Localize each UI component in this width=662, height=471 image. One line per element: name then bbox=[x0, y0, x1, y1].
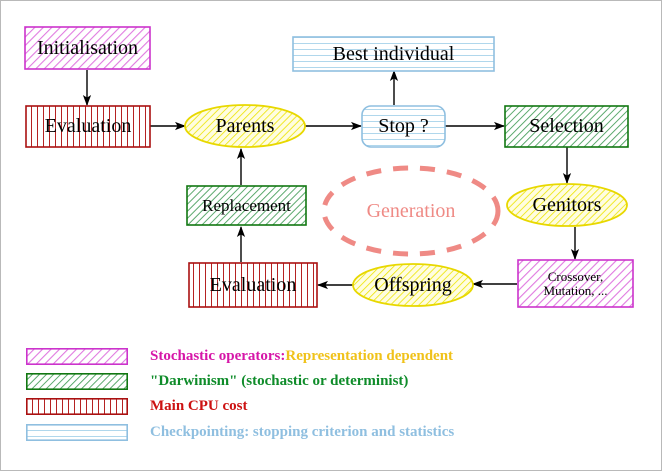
node-best-individual[interactable] bbox=[292, 36, 495, 72]
legend-label-stochastic-operators: Stochastic operators: bbox=[150, 348, 286, 364]
legend-item-stochastic-operators: Stochastic operators: Representation dep… bbox=[26, 348, 453, 365]
node-offspring[interactable] bbox=[352, 263, 474, 307]
legend-swatch-blue-horizontal-lines bbox=[26, 424, 128, 441]
legend-swatch-red-vertical-lines bbox=[26, 398, 128, 415]
node-crossover-mutation[interactable] bbox=[517, 259, 634, 308]
node-evaluation-bottom[interactable] bbox=[188, 262, 318, 308]
legend-label-darwinism: "Darwinism" (stochastic or determinist) bbox=[150, 373, 409, 389]
legend-item-checkpointing: Checkpointing: stopping criterion and st… bbox=[26, 424, 454, 441]
legend-swatch-green-hatch bbox=[26, 373, 128, 390]
node-evaluation-top[interactable] bbox=[25, 105, 151, 148]
legend-label-checkpointing: Checkpointing: stopping criterion and st… bbox=[150, 424, 455, 440]
legend-label-representation-dependent: Representation dependent bbox=[285, 348, 454, 364]
node-parents[interactable] bbox=[184, 104, 306, 148]
legend-item-darwinism: "Darwinism" (stochastic or determinist) bbox=[26, 373, 408, 390]
node-replacement[interactable] bbox=[186, 185, 307, 226]
node-initialisation[interactable] bbox=[24, 26, 151, 70]
legend-label-main-cpu-cost: Main CPU cost bbox=[150, 398, 248, 414]
legend-item-main-cpu-cost: Main CPU cost bbox=[26, 398, 248, 415]
edge-group bbox=[82, 70, 580, 290]
node-generation bbox=[321, 165, 501, 257]
node-stop[interactable] bbox=[361, 105, 446, 148]
node-genitors[interactable] bbox=[506, 183, 628, 227]
node-selection[interactable] bbox=[504, 105, 629, 148]
legend-swatch-magenta-hatch bbox=[26, 348, 128, 365]
